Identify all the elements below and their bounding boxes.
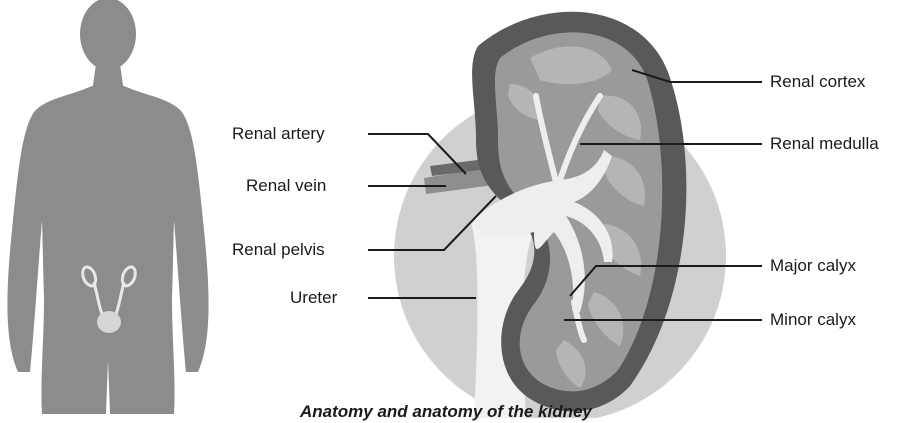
label-renal-vein: Renal vein (246, 176, 326, 196)
label-renal-artery: Renal artery (232, 124, 325, 144)
label-renal-medulla: Renal medulla (770, 134, 879, 154)
human-silhouette (7, 0, 208, 414)
label-minor-calyx: Minor calyx (770, 310, 856, 330)
label-ureter: Ureter (290, 288, 337, 308)
label-major-calyx: Major calyx (770, 256, 856, 276)
diagram-caption: Anatomy and anatomy of the kidney (300, 402, 592, 422)
bladder-icon (97, 311, 121, 333)
label-renal-cortex: Renal cortex (770, 72, 865, 92)
label-renal-pelvis: Renal pelvis (232, 240, 325, 260)
kidney-cross-section (394, 12, 726, 418)
